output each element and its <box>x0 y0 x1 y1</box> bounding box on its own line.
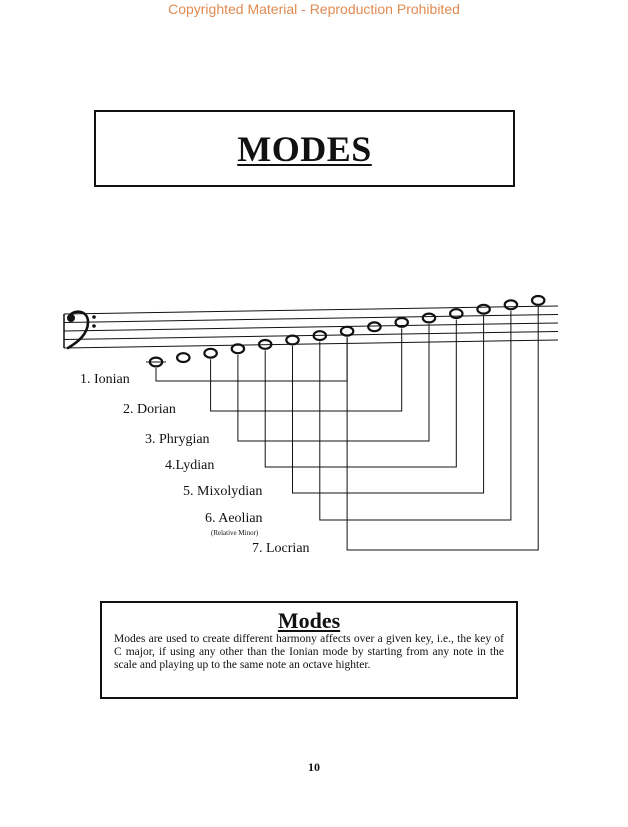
mode-label: 3. Phrygian <box>145 432 210 447</box>
mode-label: 7. Locrian <box>252 541 310 556</box>
whole-note <box>367 321 382 333</box>
mode-bracket <box>319 310 512 521</box>
page-number: 10 <box>308 760 320 774</box>
whole-note <box>230 343 246 355</box>
scale-notes <box>146 294 546 368</box>
title-box: MODES <box>94 110 515 187</box>
whole-note <box>257 338 273 350</box>
whole-note <box>146 356 166 368</box>
bass-clef-icon <box>66 310 96 350</box>
info-heading: Modes <box>277 608 341 633</box>
copyright-watermark: Copyrighted Material - Reproduction Proh… <box>168 1 460 17</box>
mode-bracket <box>264 319 457 468</box>
staff-line <box>63 339 559 349</box>
whole-note <box>394 316 409 328</box>
mode-label: 1. Ionian <box>80 372 130 387</box>
mode-bracket <box>210 328 403 412</box>
whole-note <box>530 294 546 306</box>
staff-lines <box>63 305 559 349</box>
whole-note <box>176 352 191 364</box>
info-text: Modes are used to create different harmo… <box>114 633 504 672</box>
mode-connectors <box>155 306 539 551</box>
mode-sublabel: (Relative Minor) <box>211 529 259 537</box>
staff-line <box>63 331 559 340</box>
staff-line <box>63 322 559 332</box>
page-title: MODES <box>237 128 372 169</box>
mode-label: 2. Dorian <box>123 402 176 417</box>
mode-label: 5. Mixolydian <box>183 484 263 499</box>
whole-note <box>421 312 437 324</box>
mode-bracket <box>292 315 485 494</box>
whole-note <box>339 325 355 337</box>
modes-info-box: Modes Modes are used to create different… <box>100 601 518 699</box>
staff-line <box>63 314 559 323</box>
whole-note <box>312 330 328 342</box>
mode-bracket <box>346 306 539 551</box>
mode-label: 6. Aeolian <box>205 511 263 526</box>
whole-note <box>285 334 300 346</box>
whole-note <box>203 347 218 359</box>
mode-label: 4.Lydian <box>165 458 215 473</box>
staff-line <box>63 305 559 315</box>
mode-bracket <box>237 324 430 442</box>
whole-note <box>448 308 464 320</box>
whole-note <box>503 299 519 311</box>
staff-diagram <box>63 294 559 551</box>
whole-note <box>476 303 491 315</box>
